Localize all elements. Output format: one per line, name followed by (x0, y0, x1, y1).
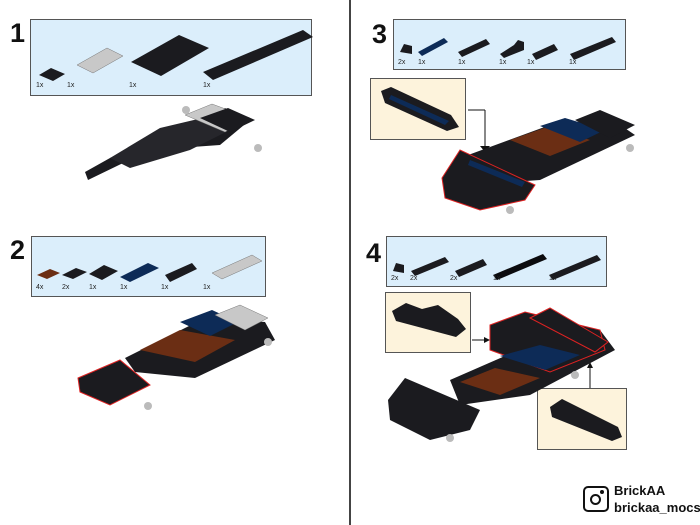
part-plate-2x2 (39, 68, 65, 81)
page-divider (349, 0, 351, 525)
part-qty: 1x (36, 82, 44, 89)
part-qty: 1x (89, 284, 97, 291)
part-qty: 4x (36, 284, 44, 291)
step-1-assembly (85, 103, 262, 180)
part-qty: 1x (161, 284, 169, 291)
parts-illustration (39, 30, 313, 81)
callout-illustration (550, 399, 622, 441)
parts-list-step-1: 1x 1x 1x 1x (30, 19, 313, 96)
parts-list-step-4: 2x 2x 2x 1x 1x (386, 236, 607, 287)
step-number-3: 3 (372, 19, 388, 49)
step-2-assembly (77, 304, 275, 410)
part-qty: 1x (203, 82, 211, 89)
parts-illustration (400, 37, 616, 60)
part-qty: 1x (203, 284, 211, 291)
part-qty: 2x (410, 275, 418, 282)
part-plate-4x6 (131, 35, 209, 76)
callout-step-4-left (385, 292, 471, 353)
callout-illustration (392, 303, 466, 337)
part-wheel-holder (76, 47, 124, 74)
instagram-icon (583, 486, 609, 512)
callout-illustration (381, 87, 459, 131)
parts-list-step-3: 2x 1x 1x 1x 1x 1x (393, 19, 626, 70)
part-qty: 2x (398, 59, 406, 66)
part-qty: 2x (391, 275, 399, 282)
callout-step-4-right (537, 388, 627, 450)
callout-step-3 (370, 78, 466, 140)
part-qty: 1x (458, 59, 466, 66)
part-qty: 1x (493, 275, 501, 282)
part-qty: 1x (549, 275, 557, 282)
step-number-2: 2 (10, 235, 26, 265)
instagram-dot (600, 490, 604, 494)
part-qty: 1x (499, 59, 507, 66)
part-qty: 2x (450, 275, 458, 282)
step-3-assembly (441, 109, 635, 214)
part-plate-2x10 (203, 30, 313, 80)
step-number-1: 1 (10, 18, 26, 48)
part-qty: 1x (527, 59, 535, 66)
step-4-assembly (388, 307, 615, 442)
part-qty: 1x (569, 59, 577, 66)
parts-list-step-2: 4x 2x 1x 1x 1x 1x (31, 236, 266, 297)
part-qty: 2x (62, 284, 70, 291)
part-qty: 1x (418, 59, 426, 66)
brand-handle: brickaa_mocs (614, 500, 700, 515)
part-qty: 1x (129, 82, 137, 89)
parts-illustration (37, 254, 263, 282)
part-qty: 1x (67, 82, 75, 89)
parts-illustration (393, 254, 601, 280)
step-number-4: 4 (366, 238, 382, 268)
brand-name: BrickAA (614, 483, 666, 498)
part-qty: 1x (120, 284, 128, 291)
instagram-lens (590, 494, 601, 505)
